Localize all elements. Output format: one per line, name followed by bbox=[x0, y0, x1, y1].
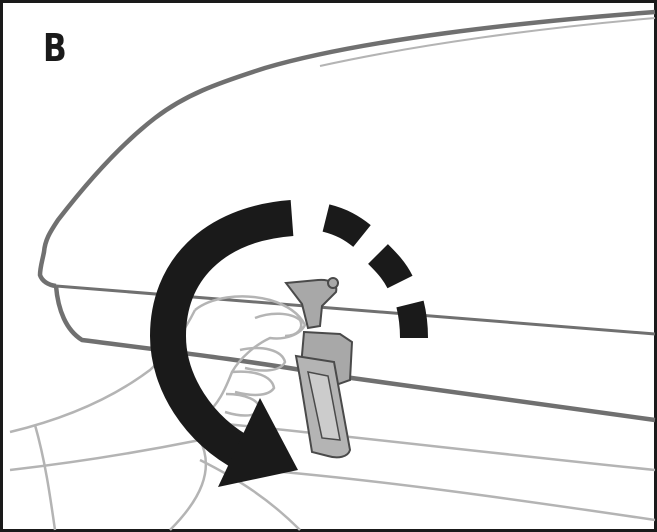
base-lower-edge bbox=[56, 286, 655, 420]
latch-pivot bbox=[328, 278, 338, 288]
roof-box-lid-inner-edge bbox=[320, 18, 655, 66]
finger-2-outline bbox=[232, 372, 274, 395]
finger-1-outline bbox=[240, 348, 285, 370]
arm-lower-outline bbox=[10, 440, 206, 530]
thumb-outline bbox=[255, 314, 301, 336]
rotation-dash-1 bbox=[326, 218, 362, 236]
sleeve-outline bbox=[35, 425, 55, 530]
rotation-dash-2 bbox=[378, 254, 400, 282]
roof-box-lid-outline bbox=[40, 12, 655, 286]
car-roof-contour-lower bbox=[260, 470, 655, 520]
rotation-arrow-arc bbox=[168, 218, 292, 455]
rotation-dash-3 bbox=[410, 304, 414, 338]
lid-seam-line bbox=[56, 286, 655, 334]
